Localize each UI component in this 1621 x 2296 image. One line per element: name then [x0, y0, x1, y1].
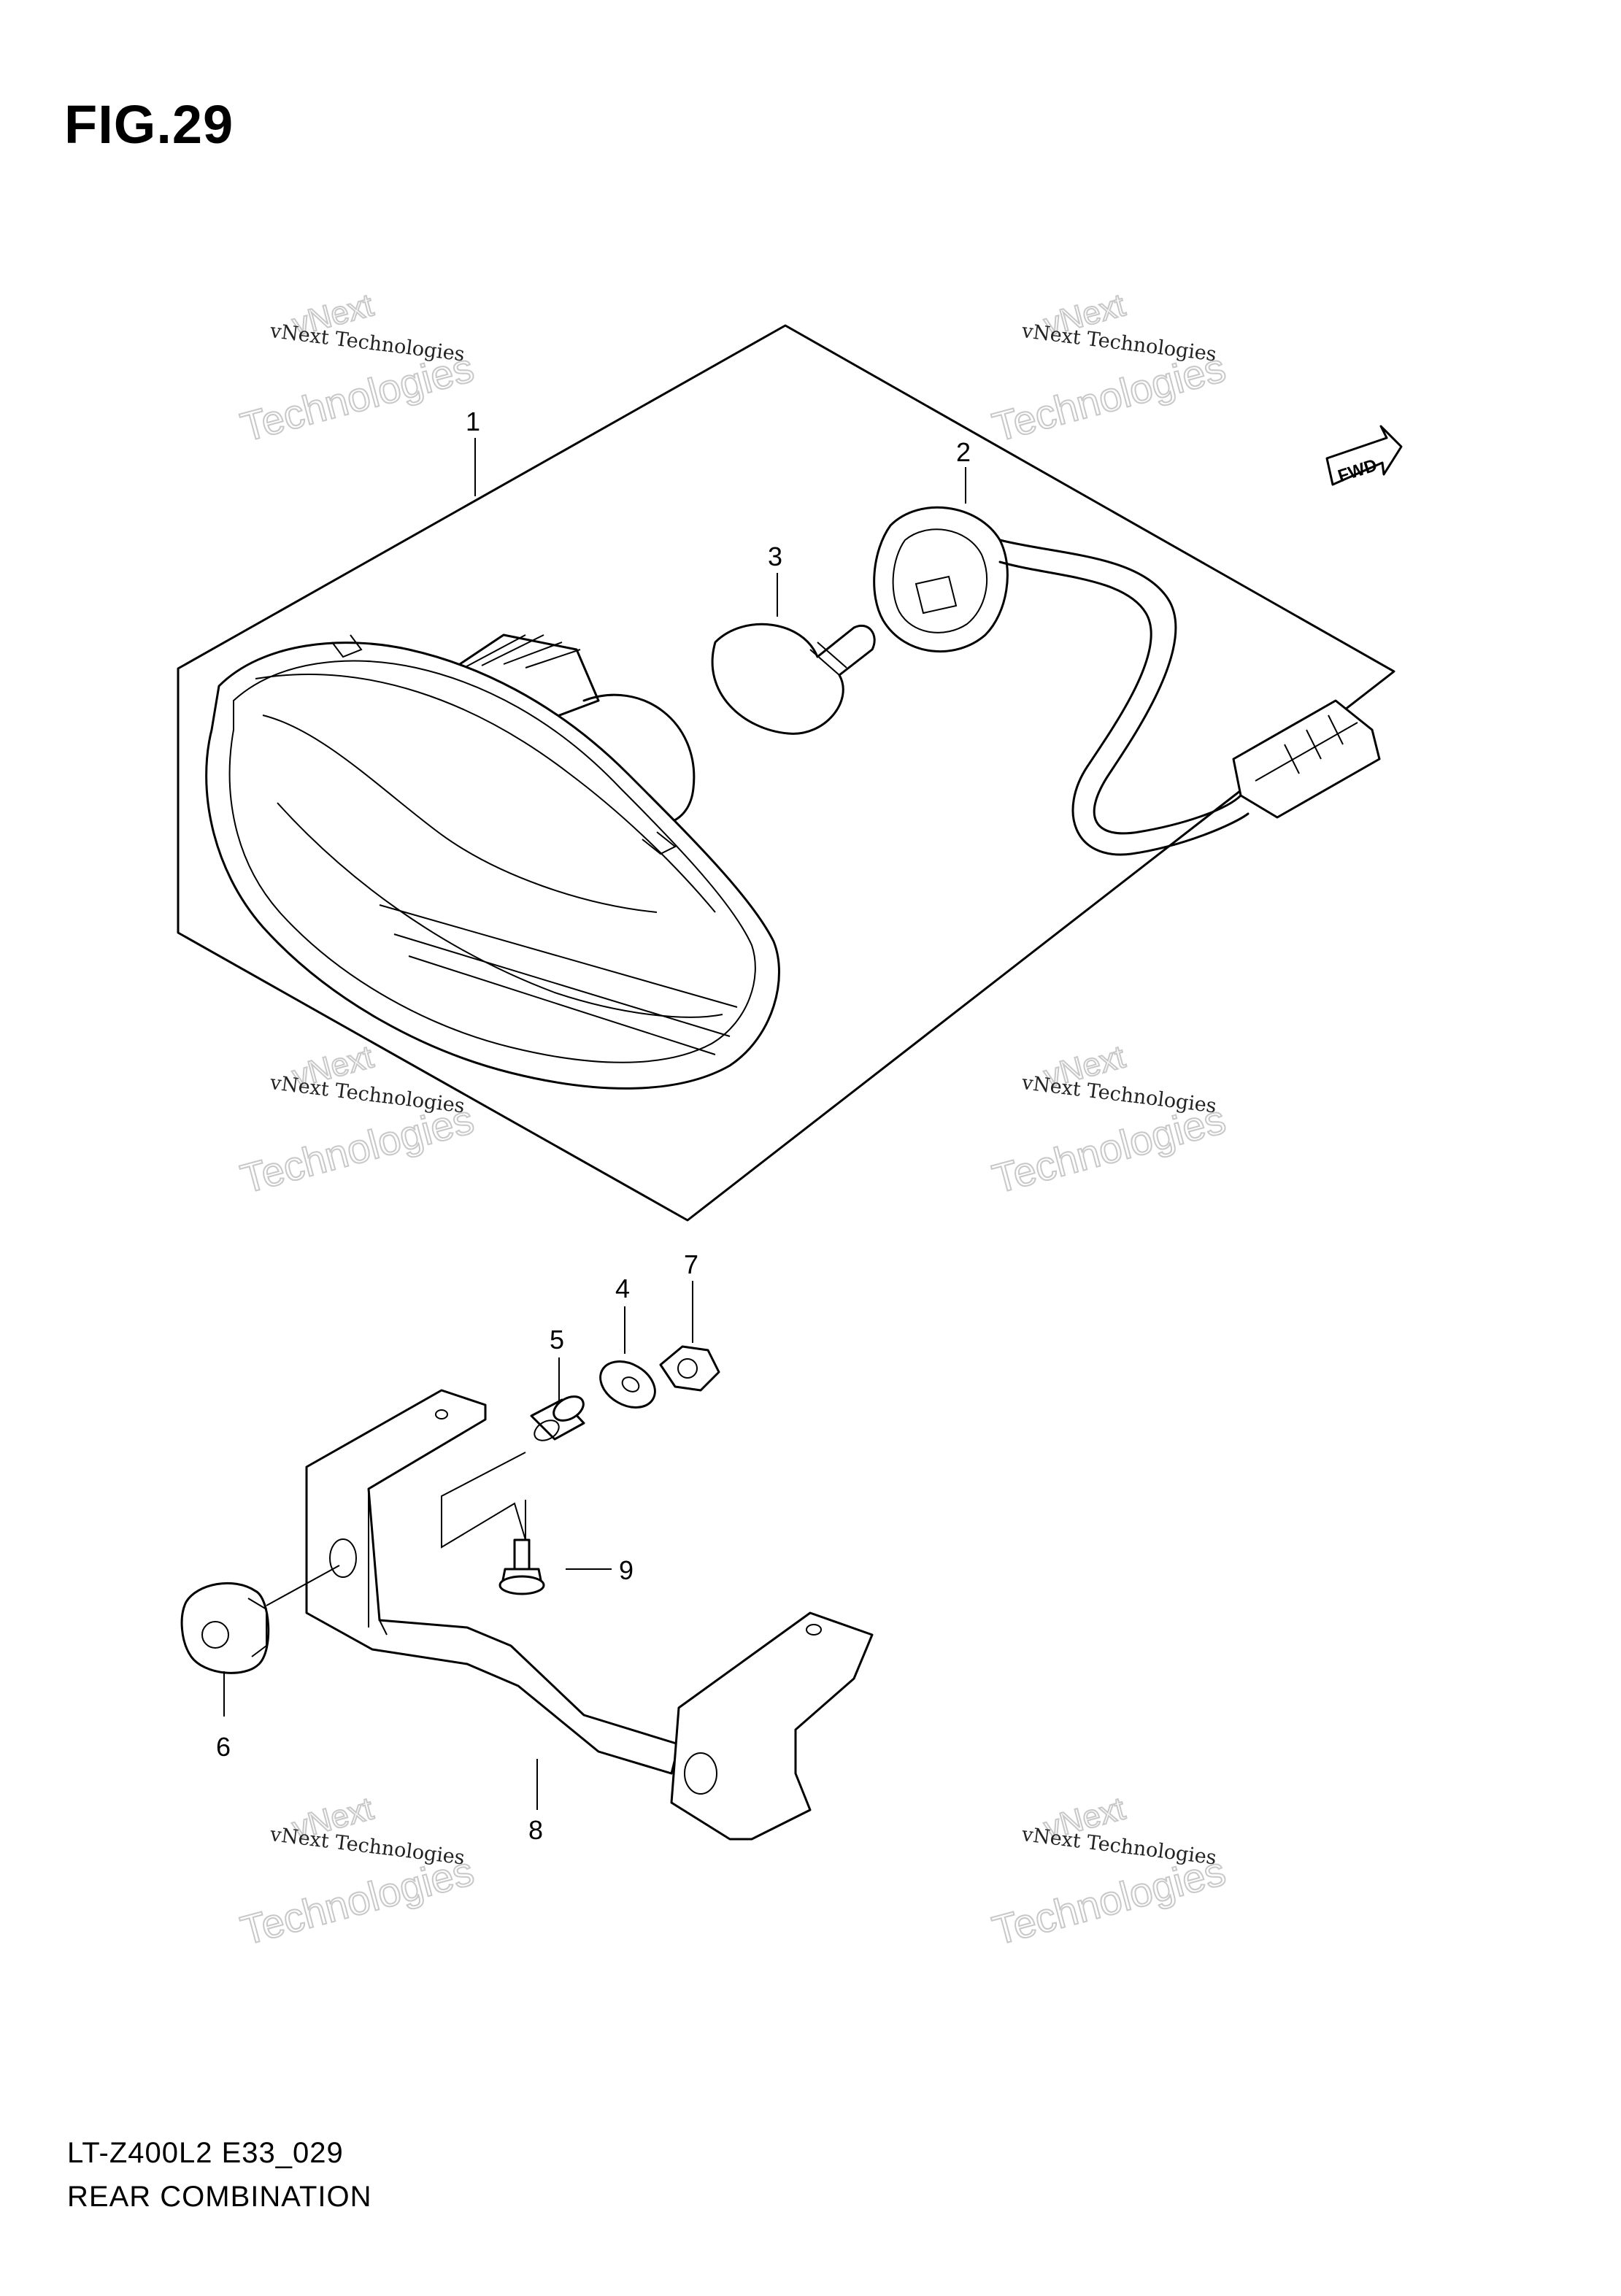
svg-text:vNext Technologies: vNext Technologies — [268, 320, 466, 366]
assembly-outline-box — [177, 324, 1395, 1222]
callout-9: 9 — [619, 1555, 634, 1585]
figure-name: REAR COMBINATION — [67, 2181, 372, 2213]
bolt-part-9 — [498, 1538, 545, 1595]
washer-part-4 — [599, 1360, 656, 1409]
collar-part-5 — [530, 1395, 585, 1441]
clip-nut-part-6 — [180, 1582, 270, 1674]
watermark-top-left: vNext Technologies vNext Technologies — [235, 287, 479, 451]
callout-6: 6 — [216, 1732, 231, 1762]
svg-text:vNext Technologies: vNext Technologies — [1020, 1823, 1217, 1870]
callout-8: 8 — [528, 1815, 543, 1845]
svg-text:vNext Technologies: vNext Technologies — [268, 1823, 466, 1870]
bracket-part-8 — [305, 1389, 874, 1841]
watermark-top-right: vNext Technologies vNext Technologies — [987, 287, 1231, 451]
svg-text:vNext Technologies: vNext Technologies — [1020, 320, 1217, 366]
fwd-arrow-icon: FWD — [1325, 425, 1403, 487]
callout-4: 4 — [615, 1274, 630, 1303]
figure-code: LT-Z400L2 E33_029 — [67, 2137, 344, 2169]
leader-lines — [223, 438, 966, 1810]
callout-1: 1 — [466, 407, 480, 436]
figure-title: FIG.29 — [64, 94, 234, 155]
watermark-mid-left: vNext Technologies vNext Technologies — [235, 1039, 479, 1203]
watermark-bottom-left: vNext Technologies vNext Technologies — [235, 1790, 479, 1954]
svg-text:vNext Technologies: vNext Technologies — [1020, 1071, 1217, 1118]
callout-5: 5 — [550, 1325, 564, 1355]
bulb-part-3 — [711, 623, 876, 735]
watermark-bottom-right: vNext Technologies vNext Technologies — [987, 1790, 1231, 1954]
callout-7: 7 — [684, 1249, 698, 1279]
tail-lamp-housing-part-1 — [205, 633, 780, 1090]
watermark-mid-right: vNext Technologies vNext Technologies — [987, 1039, 1231, 1203]
nut-part-7 — [659, 1345, 720, 1392]
callout-3: 3 — [768, 542, 782, 571]
callout-2: 2 — [956, 437, 971, 467]
socket-harness-part-2 — [873, 506, 1381, 856]
